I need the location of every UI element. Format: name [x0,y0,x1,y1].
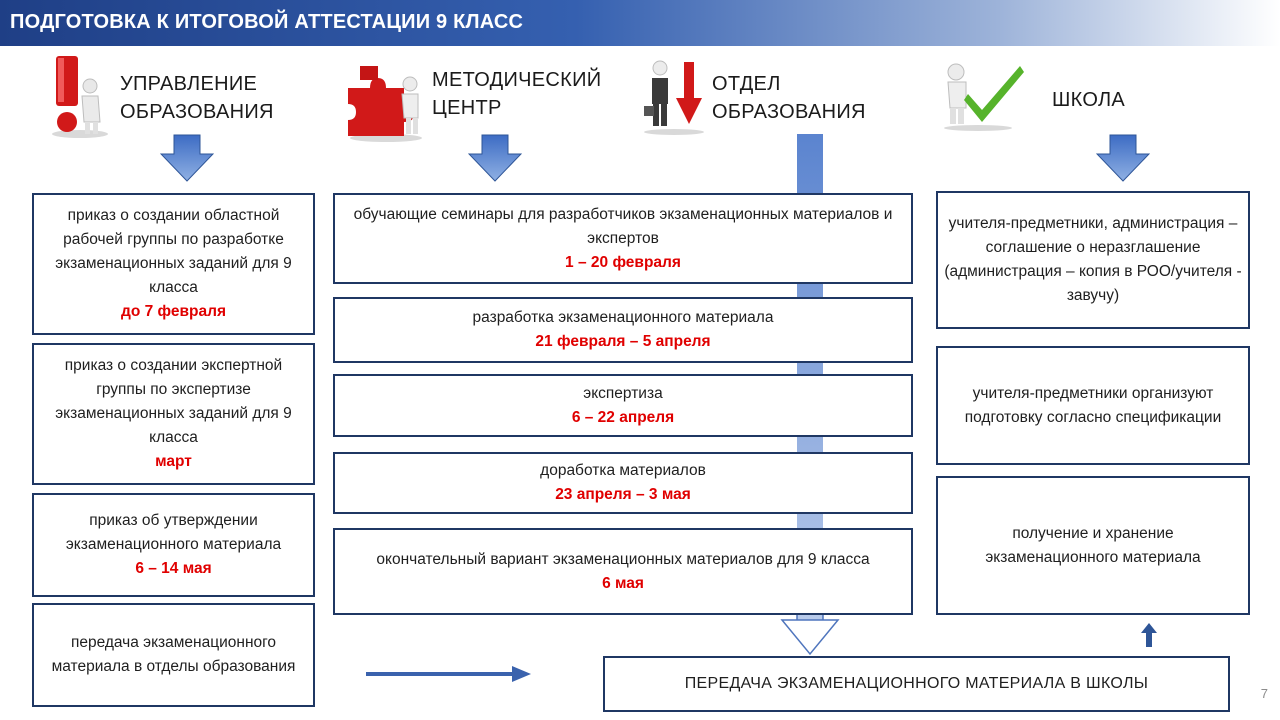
header-department-line1: ОТДЕЛ [712,73,781,95]
puzzle-figure-icon [348,66,422,142]
bottom-box-text: ПЕРЕДАЧА ЭКЗАМЕНАЦИОННОГО МАТЕРИАЛА В ШК… [684,675,1149,692]
title-bar: ПОДГОТОВКА К ИТОГОВОЙ АТТЕСТАЦИИ 9 КЛАСС [0,0,1280,46]
down-arrow-icon [1096,134,1150,182]
box-date: март [155,453,192,470]
down-arrow-icon [160,134,214,182]
slide-title: ПОДГОТОВКА К ИТОГОВОЙ АТТЕСТАЦИИ 9 КЛАСС [10,11,524,33]
exclamation-figure-icon [52,56,108,138]
box-date: до 7 февраля [120,303,227,320]
col4-box-receiving: получение и хранение экзаменационного ма… [936,476,1250,615]
col1-box-transfer: передача экзаменационного материала в от… [32,603,315,707]
col2-box-expertise: экспертиза 6 – 22 апреля [333,374,913,437]
col2-box-development: разработка экзаменационного материала 21… [333,297,913,363]
box-text: окончательный вариант экзаменационных ма… [376,550,870,568]
right-arrow-icon [366,666,531,682]
col1-box-expert-group: приказ о создании экспертной группы по э… [32,343,315,485]
header-school: ШКОЛА [1052,86,1125,114]
col1-box-working-group: приказ о создании областной рабочей груп… [32,193,315,335]
page-number: 7 [1260,686,1268,701]
box-date: 6 – 14 мая [135,560,212,577]
figure-down-arrow-icon [644,60,704,135]
box-date: 23 апреля – 3 мая [555,486,691,503]
box-text: передача экзаменационного материала в от… [51,634,296,675]
box-text: учителя-предметники, администрация – сог… [944,215,1242,304]
header-methodical-line2: ЦЕНТР [432,97,502,119]
box-text: доработка материалов [540,462,706,479]
box-text: приказ об утверждении экзаменационного м… [65,512,282,553]
col1-box-approval: приказ об утверждении экзаменационного м… [32,493,315,597]
box-date: 1 – 20 февраля [565,253,681,271]
box-date: 6 мая [602,574,644,592]
header-management-line2: ОБРАЗОВАНИЯ [120,101,274,123]
col4-box-agreement: учителя-предметники, администрация – сог… [936,191,1250,329]
col4-box-preparation: учителя-предметники организуют подготовк… [936,346,1250,465]
checkmark-figure-icon [944,63,1024,131]
bottom-transfer-box: ПЕРЕДАЧА ЭКЗАМЕНАЦИОННОГО МАТЕРИАЛА В ШК… [603,656,1230,712]
header-methodical-center: МЕТОДИЧЕСКИЙ ЦЕНТР [432,66,601,122]
header-management: УПРАВЛЕНИЕ ОБРАЗОВАНИЯ [120,70,274,126]
header-methodical-line1: МЕТОДИЧЕСКИЙ [432,69,602,91]
header-school-line1: ШКОЛА [1052,89,1126,111]
box-date: 21 февраля – 5 апреля [535,333,711,350]
col2-box-revision: доработка материалов 23 апреля – 3 мая [333,452,913,514]
box-text: разработка экзаменационного материала [472,309,774,326]
box-text: обучающие семинары для разработчиков экз… [353,205,893,247]
box-text: приказ о создании областной рабочей груп… [55,207,292,296]
header-department-line2: ОБРАЗОВАНИЯ [712,101,866,123]
up-arrow-icon [1141,623,1157,647]
header-management-line1: УПРАВЛЕНИЕ [120,73,258,95]
box-date: 6 – 22 апреля [571,408,675,426]
down-arrow-icon [468,134,522,182]
col2-box-final-version: окончательный вариант экзаменационных ма… [333,528,913,615]
box-text: экспертиза [583,384,663,402]
col2-box-seminars: обучающие семинары для разработчиков экз… [333,193,913,284]
header-education-department: ОТДЕЛ ОБРАЗОВАНИЯ [712,70,866,126]
box-text: приказ о создании экспертной группы по э… [55,357,292,446]
box-text: получение и хранение экзаменационного ма… [985,524,1201,566]
box-text: учителя-предметники организуют подготовк… [964,384,1222,426]
